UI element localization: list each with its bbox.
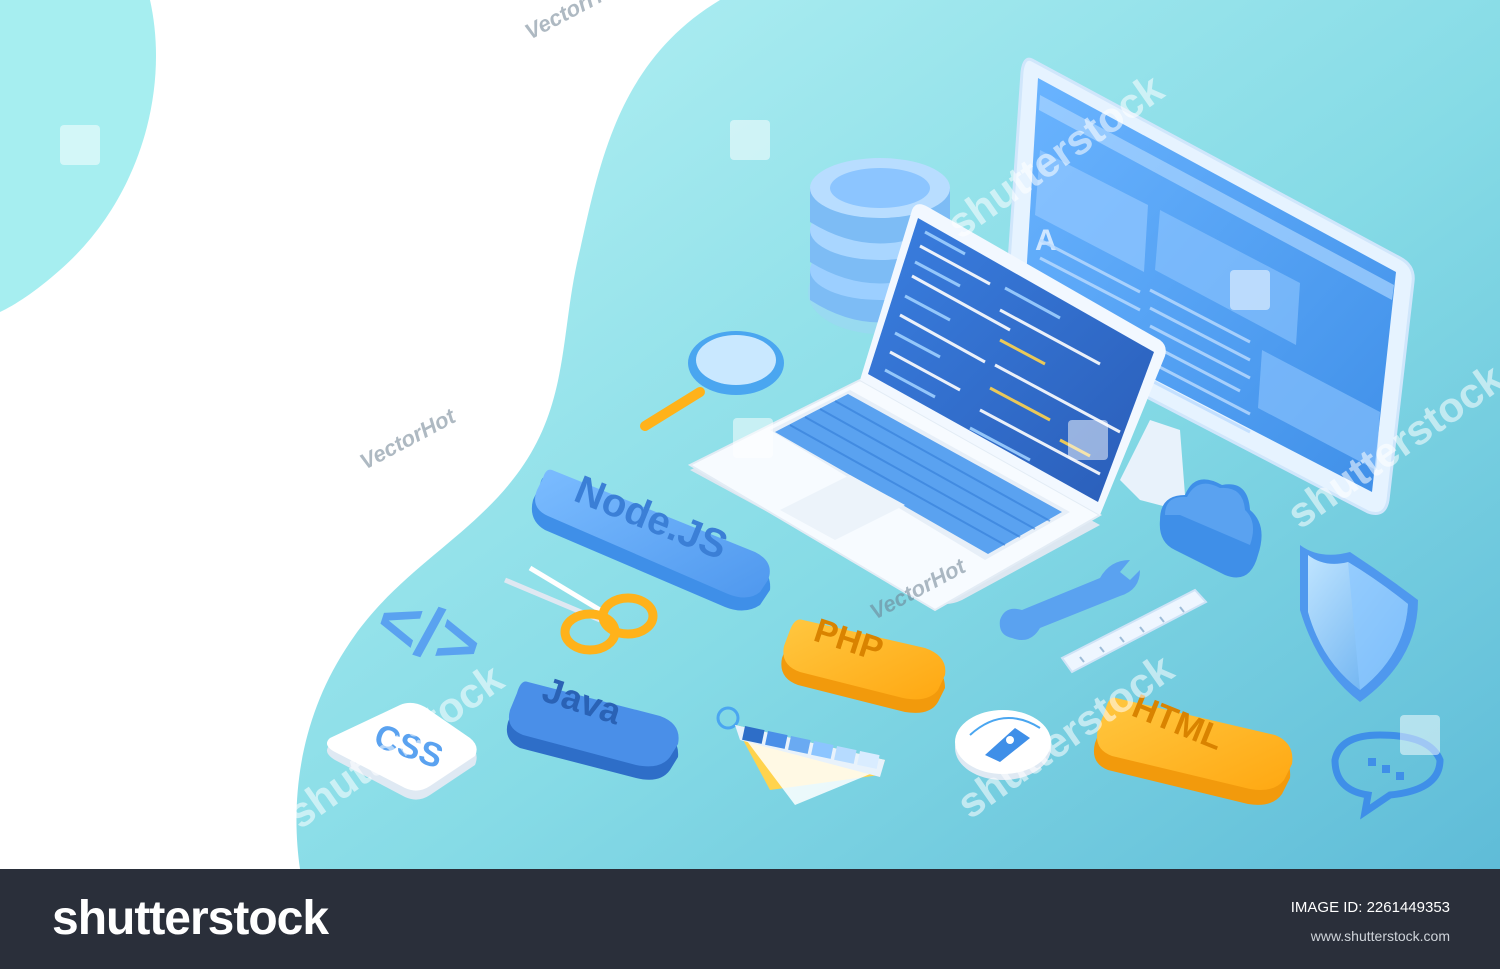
magnifier-icon (640, 331, 784, 431)
watermark-square (1230, 270, 1270, 310)
watermark-square (395, 120, 435, 160)
watermark-square (60, 125, 100, 165)
scissors-icon (504, 565, 658, 655)
watermark-square (225, 565, 265, 605)
site-url: www.shutterstock.com (1310, 928, 1450, 944)
stock-footer-bar: shutterstock IMAGE ID: 2261449353 www.sh… (0, 869, 1500, 969)
chat-bubble-icon (1331, 731, 1444, 820)
css-tag: CSS (326, 702, 477, 800)
screen-heading-letter: A (1035, 224, 1057, 257)
pen-tool-icon (955, 710, 1051, 780)
watermark-square (1068, 420, 1108, 460)
laptop-keyboard (775, 394, 1062, 554)
watermark-square (1400, 715, 1440, 755)
shutterstock-logo: shutterstock (52, 892, 329, 945)
cloud-icon (1159, 479, 1262, 578)
ruler-icon (1060, 588, 1208, 674)
php-tag: PHP (781, 611, 946, 713)
wrench-icon (999, 560, 1140, 641)
watermark-square (733, 418, 773, 458)
web-development-illustration: A (0, 0, 1500, 869)
shield-icon (1300, 545, 1418, 702)
watermark-square (730, 120, 770, 160)
image-id-label: IMAGE ID: 2261449353 (1290, 899, 1450, 916)
color-swatch-icon (716, 706, 885, 805)
desktop-monitor: A (1004, 57, 1415, 530)
